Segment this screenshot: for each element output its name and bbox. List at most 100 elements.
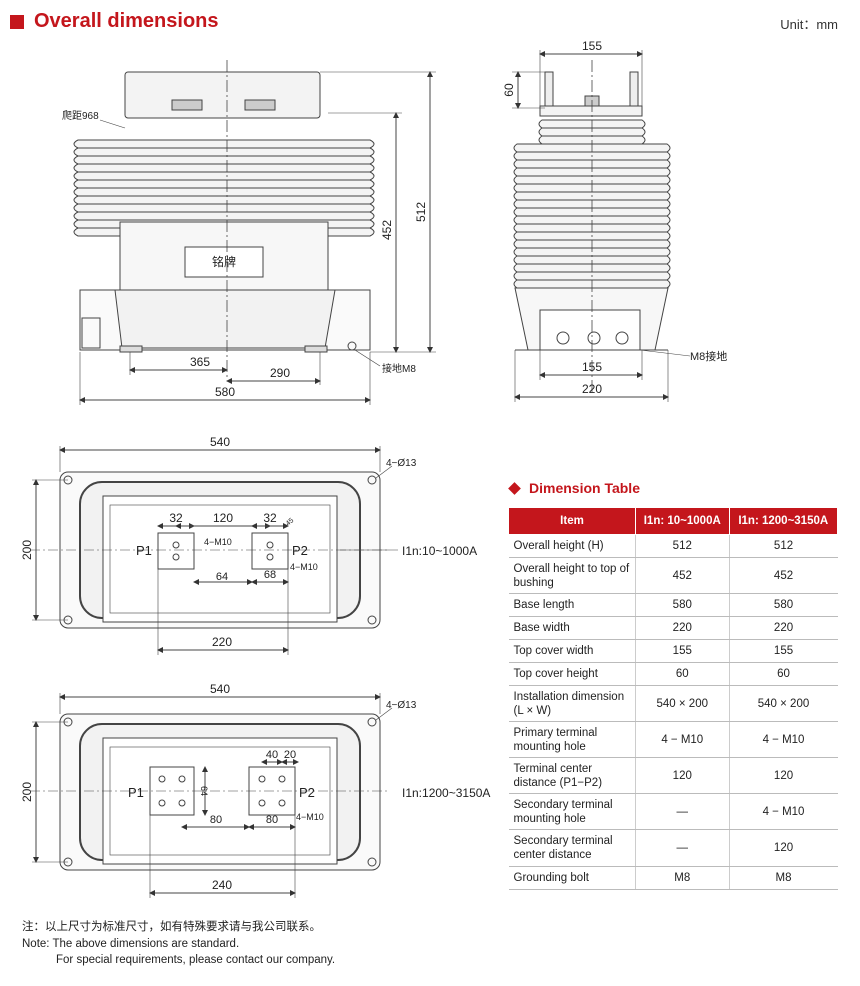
table-cell-b: 452: [728, 557, 838, 594]
table-cell-b: 120: [728, 829, 838, 867]
p2-dim-200: 200: [20, 782, 34, 802]
nameplate-box: [184, 246, 264, 278]
p1-dim-45: 45: [285, 517, 296, 527]
table-cell-a: 155: [635, 639, 730, 663]
table-cell-item: Base width: [508, 616, 636, 640]
section-header: Overall dimensions: [10, 10, 219, 33]
dimension-table: Item I1n: 10~1000A I1n: 1200~3150A Overa…: [508, 507, 839, 890]
table-cell-a: M8: [635, 866, 730, 890]
dim-512: 512: [414, 202, 428, 222]
side-view: [512, 50, 691, 402]
p1-holes: 4−Ø13: [386, 458, 417, 469]
table-cell-item: Secondary terminal mounting hole: [508, 793, 636, 830]
p1-dim-200: 200: [20, 540, 34, 560]
p1-terminal-p2: P2: [292, 543, 308, 558]
table-cell-b: 4 − M10: [728, 793, 838, 830]
dimension-table-title: Dimension Table: [508, 480, 640, 496]
note-english-1: Note: The above dimensions are standard.: [22, 938, 240, 950]
table-cell-item: Base length: [508, 593, 636, 617]
p1-dim-68: 68: [264, 569, 276, 581]
dim-60: 60: [502, 83, 516, 97]
diamond-bullet-icon: [508, 481, 521, 495]
table-header-b: I1n: 1200~3150A: [728, 507, 839, 535]
secondary-terminal-block: [539, 309, 641, 351]
p1-dim-540: 540: [210, 435, 230, 449]
table-cell-b: 60: [728, 662, 838, 686]
front-terminal-box: [81, 317, 101, 349]
table-cell-item: Overall height to top of bushing: [508, 557, 636, 594]
table-cell-a: 120: [635, 757, 730, 794]
p2-dim-64: 64: [199, 786, 209, 796]
p1-dim-32a: 32: [169, 511, 183, 525]
creep-label: 爬距968: [62, 110, 99, 122]
unit-label: Unit：mm: [780, 17, 838, 32]
table-cell-b: M8: [728, 866, 838, 890]
table-row: Secondary terminal mounting hole—4 − M10: [508, 793, 838, 830]
dim-155-bottom: 155: [582, 360, 602, 374]
table-cell-b: 512: [728, 534, 838, 558]
table-cell-b: 580: [728, 593, 838, 617]
p2-terminal-p1: P1: [128, 785, 144, 800]
p2-dim-20: 20: [284, 749, 296, 761]
table-cell-a: 580: [635, 593, 730, 617]
table-cell-b: 540 × 200: [728, 685, 838, 722]
table-header-row: Item I1n: 10~1000A I1n: 1200~3150A: [508, 507, 839, 535]
ground-label: 接地M8: [382, 362, 416, 375]
p2-dim-80a: 80: [210, 814, 222, 826]
dim-220-side: 220: [582, 382, 602, 396]
table-cell-item: Primary terminal mounting hole: [508, 721, 636, 758]
table-row: Secondary terminal center distance—120: [508, 829, 838, 867]
p2-dim-80b: 80: [266, 814, 278, 826]
note-english-2: For special requirements, please contact…: [56, 954, 336, 966]
p1-dim-120: 120: [213, 511, 233, 525]
p2-holes: 4−Ø13: [386, 700, 417, 711]
table-cell-b: 155: [728, 639, 838, 663]
ground-bolt-icon: [347, 341, 357, 351]
table-cell-item: Top cover height: [508, 662, 636, 686]
front-view: [73, 60, 436, 405]
dim-365: 365: [190, 355, 210, 369]
table-cell-a: 512: [635, 534, 730, 558]
table-cell-a: 220: [635, 616, 730, 640]
nameplate-label: 铭牌: [212, 254, 236, 269]
header-square-icon: [10, 14, 24, 29]
table-cell-a: 60: [635, 662, 730, 686]
note-chinese: 注：以上尺寸为标准尺寸，如有特殊要求请与我公司联系。: [22, 921, 321, 933]
p2-dim-240: 240: [212, 878, 232, 892]
table-cell-a: —: [635, 793, 730, 830]
table-cell-a: 4 − M10: [635, 721, 730, 758]
p2-dim-40: 40: [266, 749, 278, 761]
table-cell-b: 220: [728, 616, 838, 640]
p2-dim-540: 540: [210, 682, 230, 696]
table-cell-item: Installation dimension (L × W): [508, 685, 636, 722]
dim-452: 452: [380, 220, 394, 240]
dim-155-top: 155: [582, 39, 602, 53]
p2-terminal-p2: P2: [299, 785, 315, 800]
plan-view-1: [30, 446, 398, 655]
p1-dim-220: 220: [212, 635, 232, 649]
p1-dim-64: 64: [216, 571, 228, 583]
table-cell-a: 452: [635, 557, 730, 594]
table-cell-item: Top cover width: [508, 639, 636, 663]
p1-dim-32b: 32: [263, 511, 277, 525]
table-cell-item: Overall height (H): [508, 534, 636, 558]
table-cell-item: Grounding bolt: [508, 866, 636, 890]
table-cell-a: 540 × 200: [635, 685, 730, 722]
dim-290: 290: [270, 366, 290, 380]
page-title: Overall dimensions: [34, 10, 219, 32]
side-ground-label: M8接地: [690, 350, 727, 363]
p2-rating: I1n:1200~3150A: [402, 786, 490, 800]
table-cell-item: Terminal center distance (P1−P2): [508, 757, 636, 794]
table-cell-a: —: [635, 829, 730, 867]
p2-m10: 4−M10: [296, 812, 324, 822]
